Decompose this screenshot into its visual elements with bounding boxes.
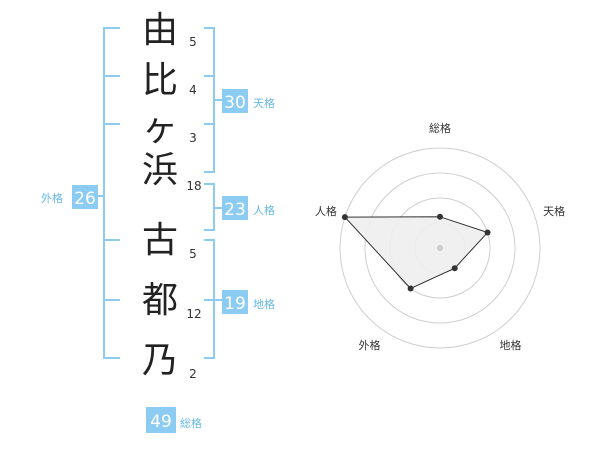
gaikaku-badge-box: [72, 185, 98, 209]
jinkaku-label: 人格: [253, 203, 275, 217]
jinkaku-value: 23: [224, 200, 246, 220]
chikaku-label: 地格: [253, 297, 275, 311]
radar-ring-3: [364, 172, 516, 324]
radar-axis-label-3: 地格: [500, 338, 522, 352]
name-char-5: 古: [142, 220, 178, 261]
soukaku-badge: 49 総格: [146, 407, 202, 433]
name-char-2: 比: [142, 60, 178, 101]
chikaku-bracket: [204, 239, 222, 359]
gaikaku-bracket: [103, 27, 120, 359]
soukaku-badge-box: [146, 407, 176, 433]
name-char-3: ヶ: [142, 108, 178, 149]
brackets: [96, 27, 222, 359]
soukaku-label: 総格: [180, 416, 202, 430]
chikaku-value: 19: [224, 294, 246, 314]
chikaku-badge-box: [222, 290, 248, 314]
stroke-count-2: 4: [189, 83, 197, 97]
tenkaku-bracket: [204, 27, 222, 173]
tenkaku-badge: 30 天格: [222, 89, 275, 113]
name-char-7: 乃: [142, 340, 178, 381]
gaikaku-value: 26: [74, 189, 96, 209]
radar-point-4: [407, 285, 414, 292]
stroke-count-5: 5: [189, 247, 197, 261]
radar-axis-label-1: 総格: [429, 121, 451, 135]
stroke-count-1: 5: [189, 35, 197, 49]
gaikaku-badge: 外格 26: [41, 185, 98, 209]
chikaku-badge: 19 地格: [222, 290, 275, 314]
jinkaku-badge-box: [222, 196, 248, 220]
radar-center: [437, 245, 443, 251]
stroke-count-6: 12: [186, 307, 201, 321]
radar-point-5: [341, 214, 348, 221]
radar-axis-label-4: 外格: [359, 338, 381, 352]
radar-point-1: [437, 213, 443, 220]
tenkaku-badge-box: [222, 89, 248, 113]
name-characters: 由 比 ヶ 浜 古 都 乃: [142, 10, 178, 381]
name-char-6: 都: [142, 280, 178, 321]
stroke-count-3: 3: [189, 131, 197, 145]
stroke-count-7: 2: [189, 367, 197, 381]
radar-point-3: [451, 265, 458, 272]
stroke-counts: 5 4 3 18 5 12 2: [186, 35, 201, 381]
radar-points: [341, 213, 491, 292]
soukaku-value: 49: [150, 412, 172, 432]
name-char-4: 浜: [142, 150, 178, 191]
gaikaku-label: 外格: [41, 191, 63, 205]
radar-axis-label-5: 人格: [315, 204, 337, 218]
tenkaku-label: 天格: [253, 96, 275, 110]
tenkaku-value: 30: [224, 93, 246, 113]
radar-axis-label-2: 天格: [543, 204, 565, 218]
jinkaku-badge: 23 人格: [222, 196, 275, 220]
radar-area: [343, 216, 489, 290]
radar-point-2: [484, 229, 491, 236]
stroke-count-4: 18: [186, 179, 201, 193]
name-char-1: 由: [142, 10, 178, 51]
radar-ring-4: [339, 147, 541, 349]
jinkaku-bracket: [204, 183, 222, 231]
